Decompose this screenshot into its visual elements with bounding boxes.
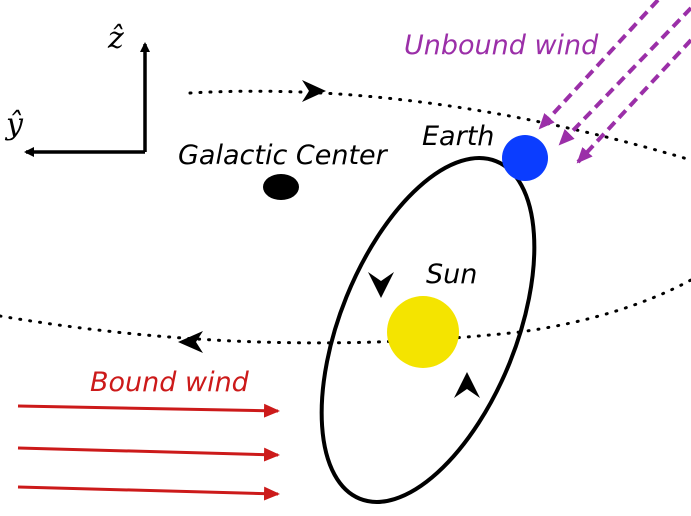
earth-label: Earth (422, 121, 494, 152)
unbound-wind-arrows (538, 0, 691, 164)
galactic-orbit-lower (0, 278, 691, 345)
earth-orbit (319, 156, 537, 504)
unbound-wind-arrow (538, 0, 660, 130)
z-axis-label: ẑ (107, 21, 124, 56)
bound-wind-arrow (17, 485, 280, 501)
galactic-center-label: Galactic Center (178, 140, 389, 171)
galactic-orbit-lower-arrow (178, 331, 203, 353)
bound-wind-arrows (17, 403, 280, 501)
sun-disc (387, 296, 459, 368)
earth-orbit-arrow-upper (368, 272, 394, 298)
sun-label: Sun (426, 259, 477, 290)
unbound-wind-arrow (576, 38, 691, 164)
galactic-orbit-upper (188, 89, 691, 162)
bound-wind-arrow (17, 446, 280, 462)
unbound-wind-arrow (558, 6, 691, 146)
galactic-orbit-upper-arrow (302, 80, 326, 102)
earth-disc (502, 135, 548, 181)
earth-orbit-arrow-lower (454, 372, 480, 398)
y-axis-label: ŷ (4, 107, 24, 142)
coordinate-axes: ẑ ŷ (4, 21, 150, 157)
galactic-center-dot (263, 174, 299, 200)
unbound-wind-label: Unbound wind (404, 30, 599, 61)
bound-wind-arrow (17, 403, 280, 418)
bound-wind-label: Bound wind (90, 367, 250, 398)
